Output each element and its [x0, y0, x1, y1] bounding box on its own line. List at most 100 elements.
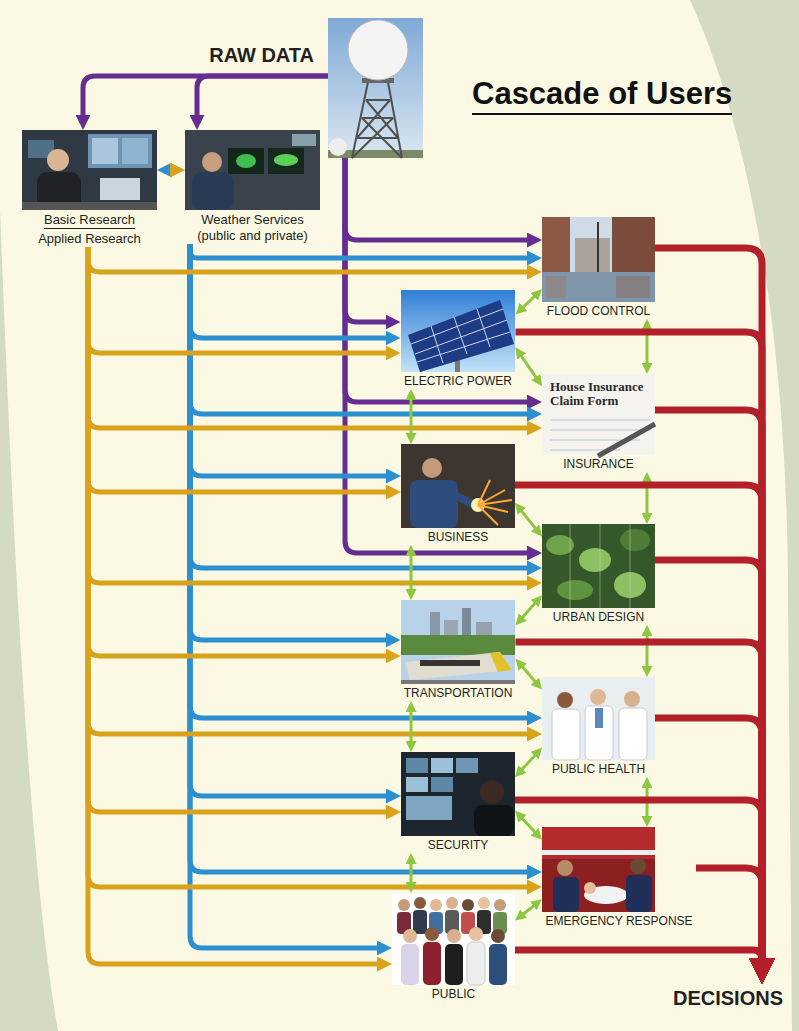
data-flow-arrow [88, 247, 392, 656]
public-crowd-photo [398, 899, 410, 911]
link-arrow [410, 396, 413, 438]
doctors-photo [542, 677, 655, 760]
node-caption: Weather Services (public and private) [185, 212, 320, 244]
photo-area [401, 600, 516, 684]
data-flow-arrow [190, 244, 392, 796]
data-flow-arrow [88, 247, 383, 964]
weather-services-photo [292, 134, 316, 146]
data-flow-arrow [345, 158, 533, 402]
public-crowd-photo [425, 927, 439, 941]
green-wall-photo [542, 524, 655, 608]
photo-area [542, 677, 655, 760]
research-photo [47, 149, 69, 171]
research-photo [122, 138, 148, 164]
data-flow-arrow [197, 76, 328, 121]
link-arrow [520, 664, 538, 685]
public-crowd-photo [491, 929, 505, 943]
node-caption: FLOOD CONTROL [547, 304, 650, 319]
node-caption: ELECTRIC POWER [404, 374, 512, 389]
data-flow-arrow [88, 247, 533, 272]
photo-area [401, 444, 515, 528]
decision-arrow [655, 248, 762, 968]
research-photo [100, 178, 140, 200]
radar-tower-photo [328, 18, 423, 158]
doctors-photo [595, 708, 603, 728]
security-room-photo [406, 777, 428, 792]
link-arrow [646, 632, 649, 671]
photo-text-label: House Insurance Claim Form [550, 380, 652, 408]
public-crowd-photo [447, 929, 461, 943]
weather-services-photo [274, 154, 298, 166]
ambulance-photo [553, 877, 579, 912]
welder-photo [455, 495, 474, 505]
ambulance-photo [542, 827, 655, 912]
decision-arrow [515, 800, 762, 968]
public-crowd-photo [392, 893, 515, 985]
security-room-photo [474, 805, 514, 836]
public-crowd-photo [414, 897, 426, 909]
photo-area [542, 524, 655, 608]
link-arrow [410, 860, 413, 887]
public-crowd-photo [413, 910, 427, 934]
data-flow-arrow [88, 247, 392, 812]
data-flow-arrow [83, 76, 328, 121]
solar-panel-photo [411, 309, 510, 363]
photo-area [401, 752, 515, 836]
research-photo [92, 138, 118, 164]
green-wall-photo [579, 548, 611, 572]
diagram-title: Cascade of Users [472, 76, 732, 115]
weather-services-photo [228, 148, 264, 174]
decision-arrow [515, 950, 762, 968]
security-room-photo [431, 758, 453, 773]
node-caption: SECURITY [428, 838, 489, 853]
link-arrow [519, 353, 538, 381]
node-caption: EMERGENCY RESPONSE [545, 914, 692, 929]
research-photo [22, 130, 157, 210]
link-arrow [520, 294, 537, 310]
data-flow-arrow [166, 168, 176, 173]
public-crowd-photo [423, 942, 441, 985]
user-photo-node: EMERGENCY RESPONSE [542, 827, 696, 929]
decisions-text: DECISIONS [673, 984, 783, 1010]
node-caption: INSURANCE [563, 457, 634, 472]
photo-area [542, 217, 655, 302]
train-photo [420, 660, 480, 666]
user-photo-node: BUSINESS [401, 444, 515, 545]
research-photo [22, 130, 157, 210]
weather-services-photo [185, 130, 320, 210]
ambulance-photo [584, 882, 596, 894]
user-photo-node: FLOOD CONTROL [542, 217, 655, 319]
solar-panel-photo [408, 300, 514, 372]
welder-photo [401, 444, 515, 528]
train-photo [401, 635, 515, 655]
data-flow-arrow [190, 244, 533, 258]
node-caption: PUBLIC HEALTH [552, 762, 645, 777]
doctors-photo [557, 692, 573, 708]
welder-photo [422, 458, 442, 478]
weather-services-node: Weather Services (public and private) [185, 130, 320, 244]
welder-photo [478, 480, 512, 525]
doctors-photo [585, 706, 613, 760]
link-arrow [519, 752, 537, 772]
user-photo-node: SECURITY [401, 752, 515, 853]
user-photo-node: PUBLIC HEALTH [542, 677, 655, 777]
ambulance-photo [626, 875, 652, 912]
public-crowd-photo [430, 899, 442, 911]
security-room-photo [431, 777, 453, 792]
public-crowd-photo [469, 927, 483, 941]
green-wall-photo [557, 580, 593, 600]
doctors-photo [590, 689, 606, 705]
insurance-form-photo [598, 424, 655, 456]
doctors-photo [619, 708, 647, 760]
link-arrow [410, 708, 413, 746]
insurance-form-photo [542, 374, 655, 455]
train-photo [401, 600, 515, 684]
flood-photo [597, 222, 599, 272]
photo-area [328, 18, 423, 158]
node-caption: PUBLIC [432, 987, 475, 1002]
photo-area [401, 290, 516, 372]
